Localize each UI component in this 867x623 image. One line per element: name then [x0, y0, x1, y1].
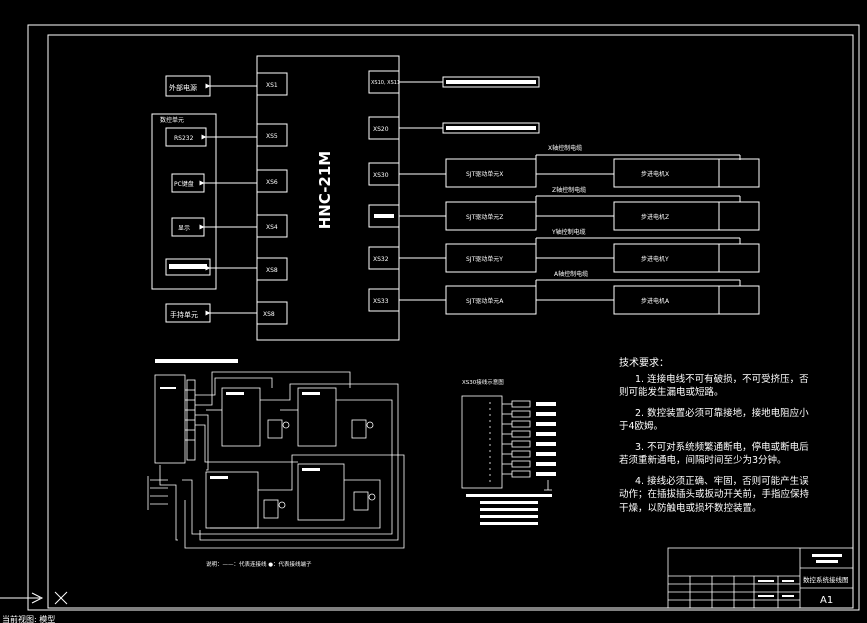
motor-label: 步进电机A — [641, 297, 670, 305]
left-ports: XS1 XS5 XS6 XS4 XS8 XS8 — [256, 72, 288, 325]
motor-label: 步进电机Y — [641, 255, 669, 263]
wiring-schematic — [147, 359, 405, 549]
driver-label: SJT驱动单元Y — [466, 255, 503, 263]
right-ports: XS10, XS11 XS20 XS30 XS32 XS33 — [368, 70, 400, 312]
pc-keyboard-label: PC键盘 — [174, 180, 194, 188]
cable-label: Y轴控制电缆 — [551, 228, 586, 236]
port-label: XS5 — [266, 133, 278, 140]
control-unit-group — [151, 113, 217, 290]
hnc-unit-box — [256, 55, 400, 341]
sheet-size: A1 — [820, 595, 833, 606]
driver-label: SJT驱动单元Z — [466, 213, 503, 221]
axis-row-z: SJT驱动单元Z Z轴控制电缆 步进电机Z — [399, 186, 760, 231]
motor-label: 步进电机X — [641, 170, 669, 178]
note-item: 3. 不可对系统频繁通断电，停电或断电后若须重新通电，间隔时间至少为3分钟。 — [619, 441, 809, 467]
note-item: 4. 接线必须正确、牢固，否则可能产生误动作；在插拔插头或扳动开关前，手指应保持… — [619, 475, 810, 514]
port-label: XS4 — [266, 224, 278, 231]
notes-title: 技术要求： — [619, 358, 669, 369]
rs232-label: RS232 — [174, 135, 194, 142]
hnc-unit-label: HNC-21M — [316, 151, 334, 230]
motor-label: 步进电机Z — [641, 213, 669, 221]
port-label: XS32 — [373, 256, 389, 263]
cable-label: X轴控制电缆 — [548, 144, 582, 152]
external-power-label: 外部电源 — [169, 83, 197, 92]
axis-row-y: SJT驱动单元Y Y轴控制电缆 步进电机Y — [399, 228, 760, 273]
io-diagram — [461, 395, 556, 525]
io-diagram-title: XS30接线示意图 — [462, 378, 504, 386]
note-item: 1. 连接电线不可有破损，不可受挤压，否则可能发生漏电或短路。 — [619, 373, 809, 399]
outer-frame — [27, 24, 860, 611]
port-label: XS6 — [266, 179, 278, 186]
handheld-unit-label: 手持单元 — [170, 310, 198, 319]
cable-label: Z轴控制电缆 — [552, 186, 586, 194]
port-label: XS20 — [373, 126, 389, 133]
display-label: 显示 — [178, 225, 190, 232]
port-label: XS10, XS11 — [371, 80, 400, 86]
control-unit-title: 数控单元 — [160, 116, 184, 124]
port-label: XS33 — [373, 298, 389, 305]
port-label: XS8 — [263, 311, 275, 318]
cable-bar-2 — [442, 122, 540, 134]
title-block — [667, 547, 854, 609]
inner-frame — [47, 34, 854, 609]
cable-label: A轴控制电缆 — [554, 270, 588, 278]
cable-bar-1 — [442, 76, 540, 88]
port-label: XS8 — [266, 267, 278, 274]
drawing-name: 数控系统接线图 — [803, 575, 849, 584]
technical-requirements: 技术要求： 1. 连接电线不可有破损，不可受挤压，否则可能发生漏电或短路。 2.… — [619, 357, 815, 522]
axis-row-x: SJT驱动单元X X轴控制电缆 步进电机X — [399, 144, 760, 188]
driver-label: SJT驱动单元X — [466, 170, 503, 178]
note-item: 2. 数控装置必须可靠接地，接地电阻应小于4欧姆。 — [619, 407, 809, 433]
port-label: XS30 — [373, 172, 389, 179]
axis-row-a: SJT驱动单元A A轴控制电缆 步进电机A — [399, 270, 760, 315]
legend-text: 说明：——：代表连接线 ●：代表接线端子 — [206, 560, 312, 568]
port-label: XS1 — [266, 82, 278, 89]
driver-label: SJT驱动单元A — [466, 297, 504, 305]
ucs-icon — [0, 591, 68, 605]
command-line: 当前视图: 模型 — [2, 614, 55, 623]
